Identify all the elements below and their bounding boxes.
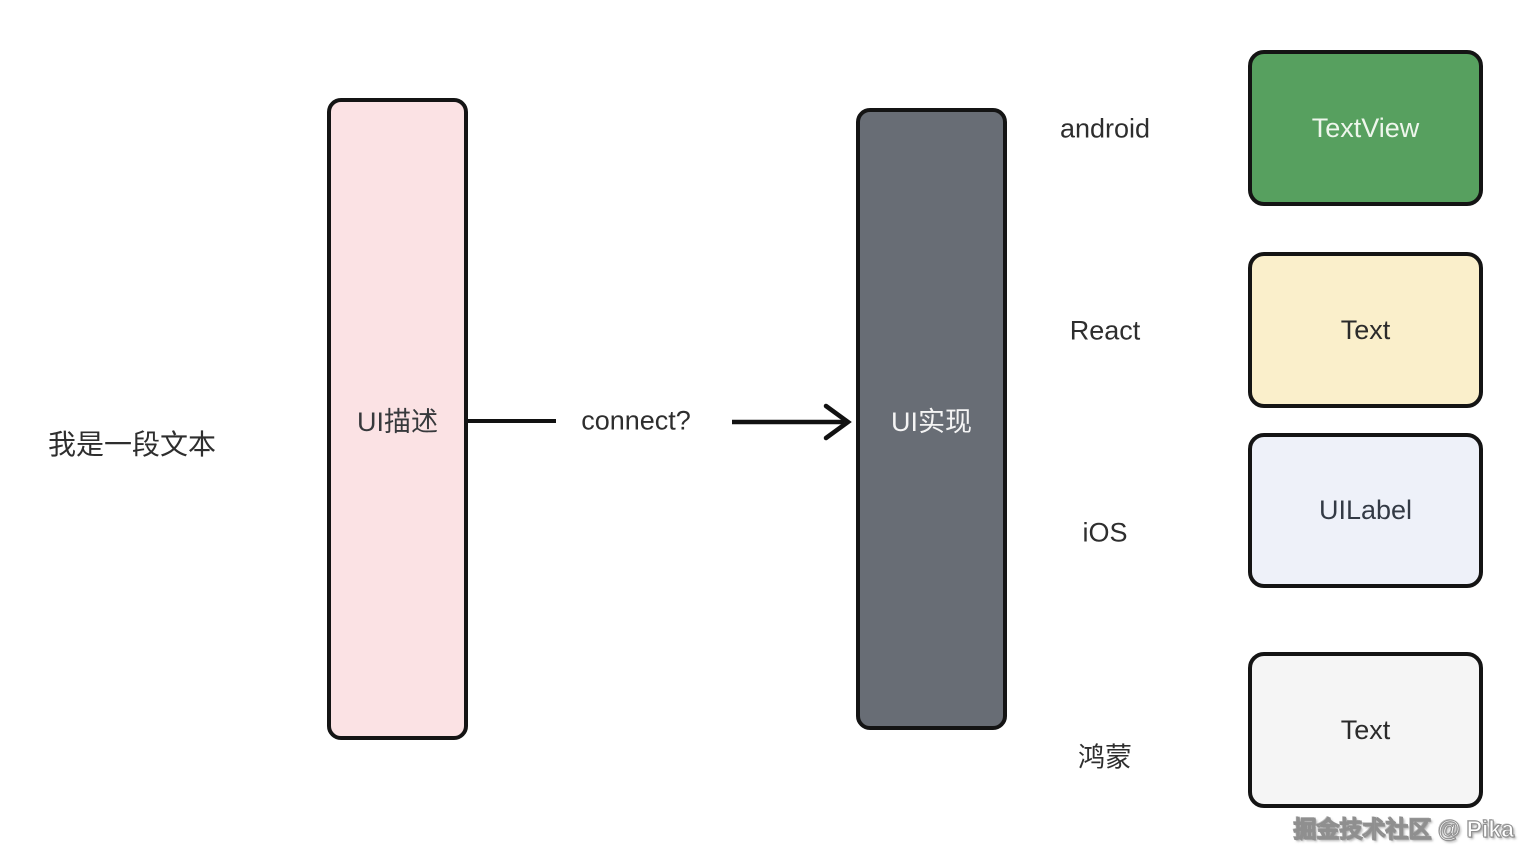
ui-description-box: UI描述	[327, 98, 468, 740]
connector-label: connect?	[581, 405, 691, 436]
widget-label-uilabel: UILabel	[1318, 495, 1413, 525]
widget-box-uilabel: UILabel	[1248, 433, 1483, 588]
widget-label-textview: TextView	[1311, 112, 1420, 143]
platform-label-android: android	[1059, 113, 1151, 144]
platform-label-react: React	[1069, 315, 1141, 346]
widget-box-harmony-text: Text	[1248, 652, 1483, 808]
ui-implementation-box: UI实现	[856, 108, 1007, 730]
ui-description-label: UI描述	[357, 406, 438, 437]
arrow-right-icon	[732, 403, 852, 441]
platform-label-harmony: 鸿蒙	[1078, 742, 1132, 773]
widget-box-react-text: Text	[1248, 252, 1483, 408]
widget-label-react-text: Text	[1340, 314, 1391, 345]
sample-text: 我是一段文本	[48, 429, 217, 460]
platform-label-ios: iOS	[1082, 517, 1128, 548]
widget-box-textview: TextView	[1248, 50, 1483, 206]
ui-implementation-label: UI实现	[891, 406, 972, 437]
connector-line-left	[468, 419, 556, 423]
widget-label-harmony-text: Text	[1340, 714, 1391, 745]
watermark: 掘金技术社区 @ Pika	[1293, 816, 1515, 843]
